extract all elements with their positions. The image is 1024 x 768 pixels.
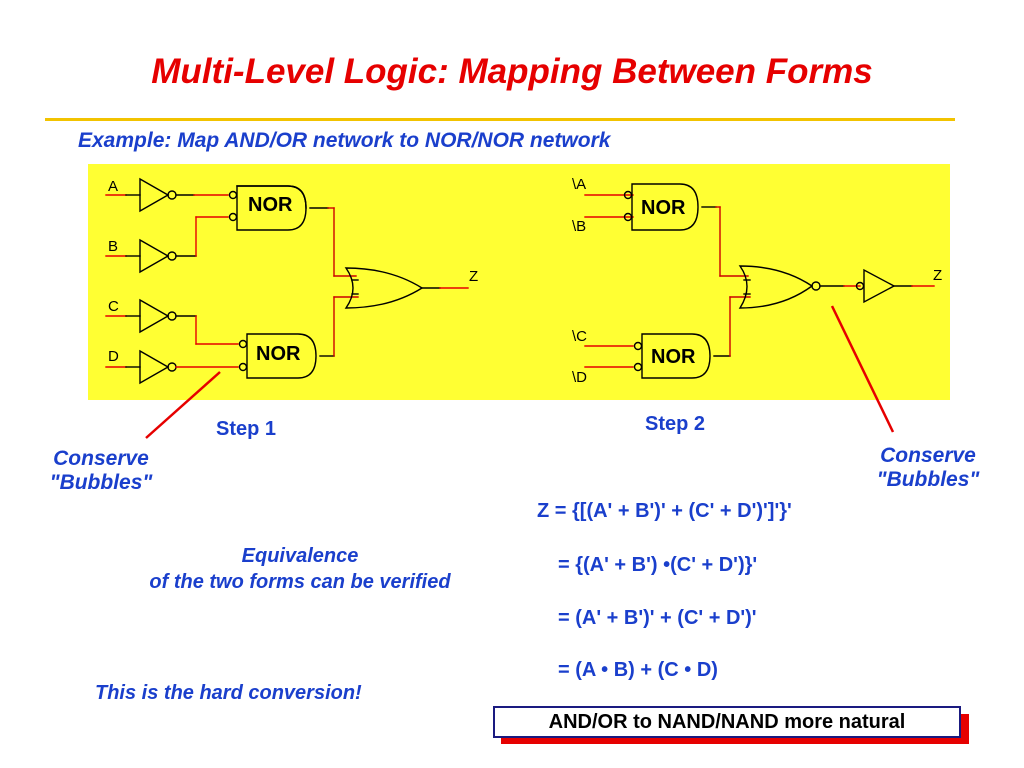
input-label-nb: \B	[572, 218, 587, 235]
equivalence-line2: of the two forms can be verified	[149, 571, 451, 593]
callout-left-line2: "Bubbles"	[49, 471, 153, 494]
hard-conversion-note: This is the hard conversion!	[95, 682, 362, 704]
output-label-z-right: Z	[933, 267, 943, 284]
inverter-d	[125, 349, 177, 385]
callout-right-line1: Conserve	[880, 444, 976, 467]
input-label-nd: \D	[572, 369, 587, 386]
input-label-na: \A	[572, 176, 587, 193]
nor-gate-top-right	[623, 183, 699, 231]
slide-title: Multi-Level Logic: Mapping Between Forms	[151, 52, 873, 91]
nor-gate-output-right	[738, 265, 821, 309]
inverter-b	[125, 238, 177, 274]
input-label-c: C	[108, 298, 119, 315]
equation-line-4: = (A • B) + (C • D)	[558, 659, 718, 681]
equivalence-note: Equivalence of the two forms can be veri…	[70, 543, 530, 595]
nor-label-top-right: NOR	[641, 197, 686, 219]
input-label-b: B	[108, 238, 119, 255]
nor-label-bottom-right: NOR	[651, 346, 696, 368]
output-label-z-left: Z	[469, 268, 479, 285]
callout-left: Conserve "Bubbles"	[36, 447, 166, 495]
callout-left-line1: Conserve	[53, 447, 149, 470]
callout-right-line2: "Bubbles"	[876, 468, 980, 491]
step2-caption: Step 2	[645, 413, 706, 435]
output-inverter-right	[855, 268, 896, 304]
input-label-a: A	[108, 178, 119, 195]
equation-line-1: Z = {[(A' + B')' + (C' + D')']'}'	[537, 500, 792, 522]
boxed-note: AND/OR to NAND/NAND more natural	[493, 706, 969, 744]
logic-diagram	[105, 177, 935, 385]
callout-right: Conserve "Bubbles"	[858, 444, 998, 492]
diagram-panel: A B C D NOR NOR Z \A \B \C \D NOR NOR Z	[88, 164, 950, 400]
nor-gate-bottom-right	[633, 333, 711, 379]
or-gate-left	[344, 267, 424, 309]
nor-gate-bottom-left	[238, 333, 317, 379]
slide-subtitle: Example: Map AND/OR network to NOR/NOR n…	[78, 129, 611, 152]
nor-label-top-left: NOR	[248, 194, 293, 216]
equivalence-line1: Equivalence	[241, 545, 359, 567]
step1-caption: Step 1	[216, 418, 277, 440]
nor-label-bottom-left: NOR	[256, 343, 301, 365]
inverter-c	[125, 298, 177, 334]
title-rule	[45, 118, 955, 121]
input-label-d: D	[108, 348, 119, 365]
nor-gate-top-left	[228, 185, 307, 231]
inverter-a	[125, 177, 177, 213]
equation-line-3: = (A' + B')' + (C' + D')'	[558, 607, 757, 629]
equation-line-2: = {(A' + B') •(C' + D')}'	[558, 554, 758, 576]
input-label-nc: \C	[572, 328, 587, 345]
boxed-note-text: AND/OR to NAND/NAND more natural	[493, 706, 961, 738]
